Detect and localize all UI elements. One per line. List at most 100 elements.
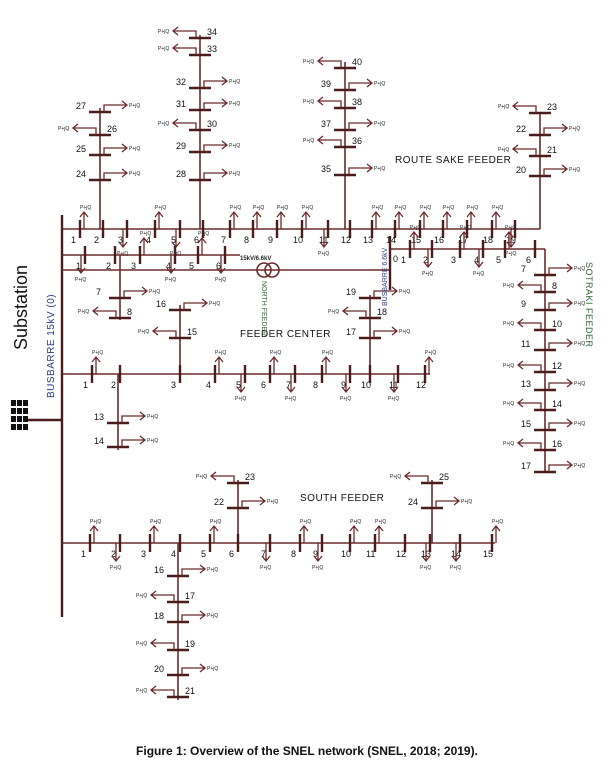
load-arrow-icon bbox=[181, 663, 207, 675]
load-label: P+jQ bbox=[129, 146, 140, 152]
load-label: P+jQ bbox=[350, 519, 361, 525]
node-label: 25 bbox=[439, 472, 449, 482]
load-label: P+jQ bbox=[165, 277, 176, 283]
node-label: 7 bbox=[221, 235, 226, 245]
node-label: 8 bbox=[127, 307, 132, 317]
node-label: 5 bbox=[201, 549, 206, 559]
load-arrow-icon bbox=[506, 229, 516, 249]
node-label: 1 bbox=[76, 261, 81, 271]
node-label: 1 bbox=[83, 380, 88, 390]
center-feeder-label: FEEDER CENTER bbox=[240, 329, 331, 340]
load-label: P+jQ bbox=[207, 613, 218, 619]
load-arrow-icon bbox=[276, 210, 286, 229]
substation-label: Substation bbox=[11, 265, 31, 350]
load-arrow-icon bbox=[91, 355, 101, 374]
load-label: P+jQ bbox=[58, 126, 69, 132]
node-label: 6 bbox=[526, 255, 531, 265]
load-arrow-icon bbox=[421, 543, 431, 563]
load-arrow-icon bbox=[89, 524, 99, 543]
busbar-15kv-label: BUSBARRE 15kV (0) bbox=[46, 294, 57, 398]
substation-cell bbox=[11, 424, 16, 430]
load-arrow-icon bbox=[183, 298, 209, 310]
node-label: 10 bbox=[293, 235, 303, 245]
load-label: P+jQ bbox=[505, 251, 516, 257]
load-label: P+jQ bbox=[136, 688, 147, 694]
load-label: P+jQ bbox=[399, 289, 410, 295]
load-arrow-icon bbox=[313, 543, 323, 563]
node-label: 16 bbox=[434, 235, 444, 245]
node-label: 2 bbox=[423, 255, 428, 265]
load-arrow-icon bbox=[423, 249, 433, 269]
node-label: 16 bbox=[552, 439, 562, 449]
route-sake-feeder-label: ROUTE SAKE FEEDER bbox=[395, 155, 511, 166]
load-label: P+jQ bbox=[207, 567, 218, 573]
load-label: P+jQ bbox=[229, 101, 240, 107]
node-label: 2 bbox=[106, 261, 111, 271]
load-arrow-icon bbox=[504, 230, 514, 249]
node-label: 12 bbox=[416, 380, 426, 390]
load-label: P+jQ bbox=[209, 301, 220, 307]
busbar-6-6kv-label: BUSBARRE 6.6kV bbox=[382, 247, 389, 306]
load-arrow-icon bbox=[373, 326, 399, 338]
load-arrow-icon bbox=[394, 210, 404, 229]
load-arrow-icon bbox=[374, 524, 384, 543]
load-arrow-icon bbox=[516, 398, 542, 410]
load-arrow-icon bbox=[71, 123, 97, 135]
load-label: P+jQ bbox=[492, 519, 503, 525]
node-label: 12 bbox=[341, 235, 351, 245]
load-arrow-icon bbox=[149, 685, 175, 697]
load-arrow-icon bbox=[348, 118, 374, 130]
node-label: 8 bbox=[552, 281, 557, 291]
load-label: P+jQ bbox=[277, 205, 288, 211]
node-label: 17 bbox=[458, 235, 468, 245]
node-label: 31 bbox=[176, 99, 186, 109]
node-label: 6 bbox=[229, 549, 234, 559]
load-label: P+jQ bbox=[503, 321, 514, 327]
load-arrow-icon bbox=[516, 438, 542, 450]
load-arrow-icon bbox=[91, 306, 117, 318]
node-label: 18 bbox=[154, 611, 164, 621]
substation-cell bbox=[17, 408, 22, 414]
node-label: 4 bbox=[206, 380, 211, 390]
load-arrow-icon bbox=[548, 460, 574, 472]
load-label: P+jQ bbox=[267, 499, 278, 505]
node-label: 21 bbox=[547, 145, 557, 155]
load-arrow-icon bbox=[459, 230, 469, 249]
node-label: 13 bbox=[94, 412, 104, 422]
node-label: 14 bbox=[94, 436, 104, 446]
load-arrow-icon bbox=[209, 471, 235, 483]
load-label: P+jQ bbox=[473, 271, 484, 277]
load-label: P+jQ bbox=[230, 205, 241, 211]
load-label: P+jQ bbox=[425, 350, 436, 356]
load-label: P+jQ bbox=[302, 205, 313, 211]
load-arrow-icon bbox=[103, 168, 129, 180]
node-label: 9 bbox=[521, 299, 526, 309]
load-arrow-icon bbox=[548, 378, 574, 390]
substation-cell bbox=[17, 400, 22, 406]
node-label: 30 bbox=[207, 119, 217, 129]
load-label: P+jQ bbox=[467, 205, 478, 211]
load-label: P+jQ bbox=[574, 463, 585, 469]
node-label: 1 bbox=[401, 255, 406, 265]
substation-cell bbox=[11, 416, 16, 422]
load-arrow-icon bbox=[516, 280, 542, 292]
node-label: 28 bbox=[176, 169, 186, 179]
transformer-icon bbox=[256, 262, 272, 278]
node-label: 29 bbox=[176, 141, 186, 151]
node-label: 37 bbox=[321, 119, 331, 129]
load-label: P+jQ bbox=[374, 81, 385, 87]
sotraki-feeder-label: SOTRAKI FEEDER bbox=[584, 262, 594, 348]
node-label: 2 bbox=[111, 380, 116, 390]
load-label: P+jQ bbox=[374, 121, 385, 127]
load-arrow-icon bbox=[442, 210, 452, 229]
node-label: 7 bbox=[96, 287, 101, 297]
load-arrow-icon bbox=[511, 144, 537, 156]
node-label: 13 bbox=[363, 235, 373, 245]
load-arrow-icon bbox=[319, 229, 329, 249]
load-label: P+jQ bbox=[420, 205, 431, 211]
node-label: 20 bbox=[516, 165, 526, 175]
load-arrow-icon bbox=[516, 318, 542, 330]
load-arrow-icon bbox=[121, 411, 147, 423]
load-label: P+jQ bbox=[196, 474, 207, 480]
load-label: P+jQ bbox=[158, 29, 169, 35]
